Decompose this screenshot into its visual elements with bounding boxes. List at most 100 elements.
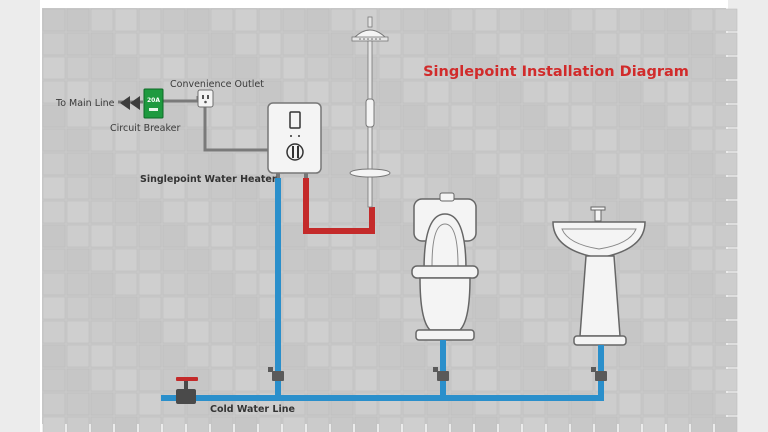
wall-tile (402, 368, 426, 392)
wall-tile (522, 80, 546, 104)
wall-tile (186, 344, 210, 368)
wall-tile (138, 392, 162, 416)
wall-tile (666, 56, 690, 80)
wall-tile (714, 272, 738, 296)
wall-tile (114, 296, 138, 320)
wall-tile (306, 416, 330, 432)
wall-tile (186, 8, 210, 32)
wall-tile (522, 200, 546, 224)
wall-tile (522, 344, 546, 368)
wall-tile (666, 32, 690, 56)
wall-tile (114, 272, 138, 296)
wall-tile (66, 152, 90, 176)
wall-tile (498, 416, 522, 432)
wall-tile (138, 32, 162, 56)
wall-tile (210, 320, 234, 344)
wall-tile (378, 416, 402, 432)
wall-tile (354, 8, 378, 32)
wall-tile (42, 56, 66, 80)
wall-tile (450, 128, 474, 152)
wall-tile (522, 368, 546, 392)
wall-tile (714, 128, 738, 152)
wall-tile (666, 416, 690, 432)
wall-tile (690, 392, 714, 416)
wall-tile (354, 416, 378, 432)
wall-tile (450, 56, 474, 80)
wall-tile (546, 32, 570, 56)
wall-tile (90, 392, 114, 416)
wall-tile (330, 248, 354, 272)
wall-tile (210, 416, 234, 432)
wall-tile (138, 176, 162, 200)
wall-tile (354, 176, 378, 200)
wall-tile (330, 200, 354, 224)
wall-tile (570, 344, 594, 368)
wall-tile (210, 344, 234, 368)
wall-tile (426, 32, 450, 56)
wall-tile (42, 128, 66, 152)
wall-tile (330, 80, 354, 104)
wall-tile (234, 320, 258, 344)
wall-tile (66, 32, 90, 56)
wall-tile (690, 224, 714, 248)
main-line-arrow-icon (120, 96, 140, 110)
wall-tile (282, 248, 306, 272)
wall-tile (618, 344, 642, 368)
wall-tile (234, 152, 258, 176)
wall-tile (474, 8, 498, 32)
wall-tile (546, 296, 570, 320)
wall-tile (330, 176, 354, 200)
wall-tile (90, 344, 114, 368)
wall-tile (114, 32, 138, 56)
wall-tile (570, 56, 594, 80)
wall-tile (474, 56, 498, 80)
wall-tile (90, 80, 114, 104)
wall-tile (690, 8, 714, 32)
wall-tile (186, 296, 210, 320)
wall-tile (522, 8, 546, 32)
wall-tile (210, 152, 234, 176)
wall-tile (594, 32, 618, 56)
wall-tile (378, 176, 402, 200)
wall-tile (210, 296, 234, 320)
wall-tile (378, 200, 402, 224)
wall-tile (474, 272, 498, 296)
wall-tile (594, 80, 618, 104)
wall-tile (666, 176, 690, 200)
wall-tile (618, 80, 642, 104)
wall-tile (690, 272, 714, 296)
left-margin (0, 0, 40, 432)
wall-tile (474, 320, 498, 344)
wall-tile (66, 416, 90, 432)
wall-tile (618, 104, 642, 128)
wall-tile (378, 128, 402, 152)
wall-tile (186, 224, 210, 248)
wall-tile (690, 104, 714, 128)
wall-tile (690, 416, 714, 432)
wall-tile (282, 56, 306, 80)
wall-tile (186, 416, 210, 432)
wall-tile (666, 200, 690, 224)
wall-tile (138, 56, 162, 80)
wall-tile (210, 32, 234, 56)
wall-tile (234, 56, 258, 80)
wall-tile (666, 80, 690, 104)
wall-tile (426, 128, 450, 152)
wall-tile (66, 200, 90, 224)
wall-tile (450, 80, 474, 104)
wall-tile (570, 32, 594, 56)
wall-tile (642, 248, 666, 272)
wall-tile (90, 56, 114, 80)
wall-tile (282, 176, 306, 200)
wall-tile (66, 80, 90, 104)
wall-tile (138, 248, 162, 272)
wall-tile (114, 200, 138, 224)
wall-tile (546, 80, 570, 104)
wall-tile (594, 128, 618, 152)
wall-tile (642, 56, 666, 80)
wall-tile (546, 200, 570, 224)
wall-tile (234, 32, 258, 56)
wall-tile (498, 176, 522, 200)
wall-tile (666, 368, 690, 392)
convenience-outlet-label: Convenience Outlet (170, 79, 264, 90)
